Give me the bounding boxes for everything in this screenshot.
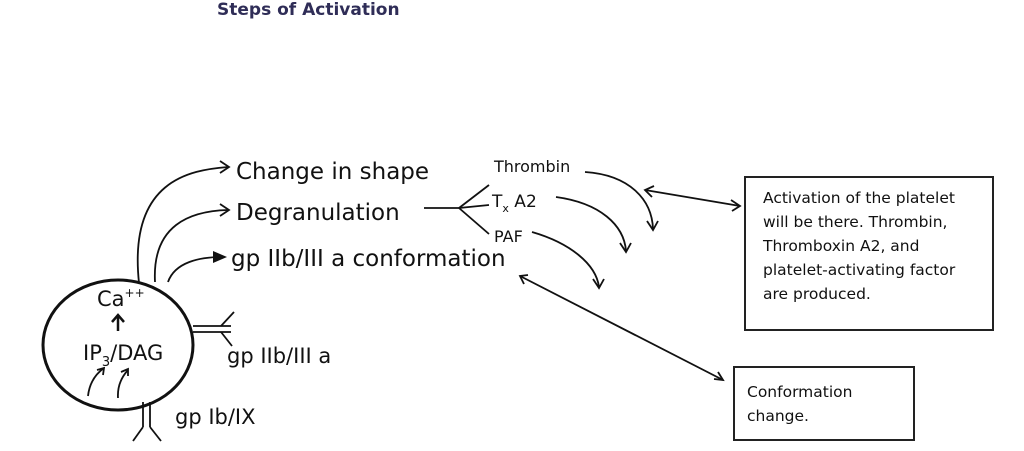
arrowhead-icon xyxy=(219,203,231,217)
signal-arrows-icon xyxy=(87,366,129,399)
note-line: are produced. xyxy=(763,285,871,303)
arrowhead-icon xyxy=(219,160,231,174)
note-line: platelet-activating factor xyxy=(763,261,956,279)
note-line: Conformation xyxy=(747,383,853,401)
gp1b9-receptor-icon xyxy=(132,402,162,442)
page-title: Steps of Activation xyxy=(217,0,400,20)
gp2b3a-label: gp IIb/III a xyxy=(227,344,331,368)
platelet-cell xyxy=(41,278,195,412)
release-arrows xyxy=(531,171,659,290)
arrow-to-shape xyxy=(136,166,229,284)
gp1b9-label: gp Ib/IX xyxy=(175,405,256,429)
degranulation-fork xyxy=(424,184,490,235)
outcome-conformation: gp IIb/III a conformation xyxy=(231,246,506,272)
outcome-shape: Change in shape xyxy=(236,159,429,185)
outcome-degranulation: Degranulation xyxy=(236,200,400,226)
outcome-arrows xyxy=(136,160,231,284)
double-arrow-activation xyxy=(643,185,742,212)
note-line: Activation of the platelet xyxy=(763,189,955,207)
released-txa2: Tx A2 xyxy=(491,192,537,215)
released-paf: PAF xyxy=(494,227,523,246)
arrow-to-degranulation xyxy=(154,209,229,283)
gp2b3a-receptor-icon xyxy=(193,311,235,347)
double-arrow-conformation xyxy=(518,274,725,382)
up-arrow-icon xyxy=(111,313,125,331)
arrowhead-icon xyxy=(213,251,227,263)
conformation-note-box: Conformation change. xyxy=(733,366,915,441)
note-line: change. xyxy=(747,407,809,425)
calcium-label: Ca++ xyxy=(97,286,145,311)
note-line: Thromboxin A2, and xyxy=(763,237,920,255)
ip3-dag-label: IP3/DAG xyxy=(83,341,163,370)
note-line: will be there. Thrombin, xyxy=(763,213,948,231)
activation-note-box: Activation of the platelet will be there… xyxy=(744,176,994,331)
released-thrombin: Thrombin xyxy=(493,157,570,176)
